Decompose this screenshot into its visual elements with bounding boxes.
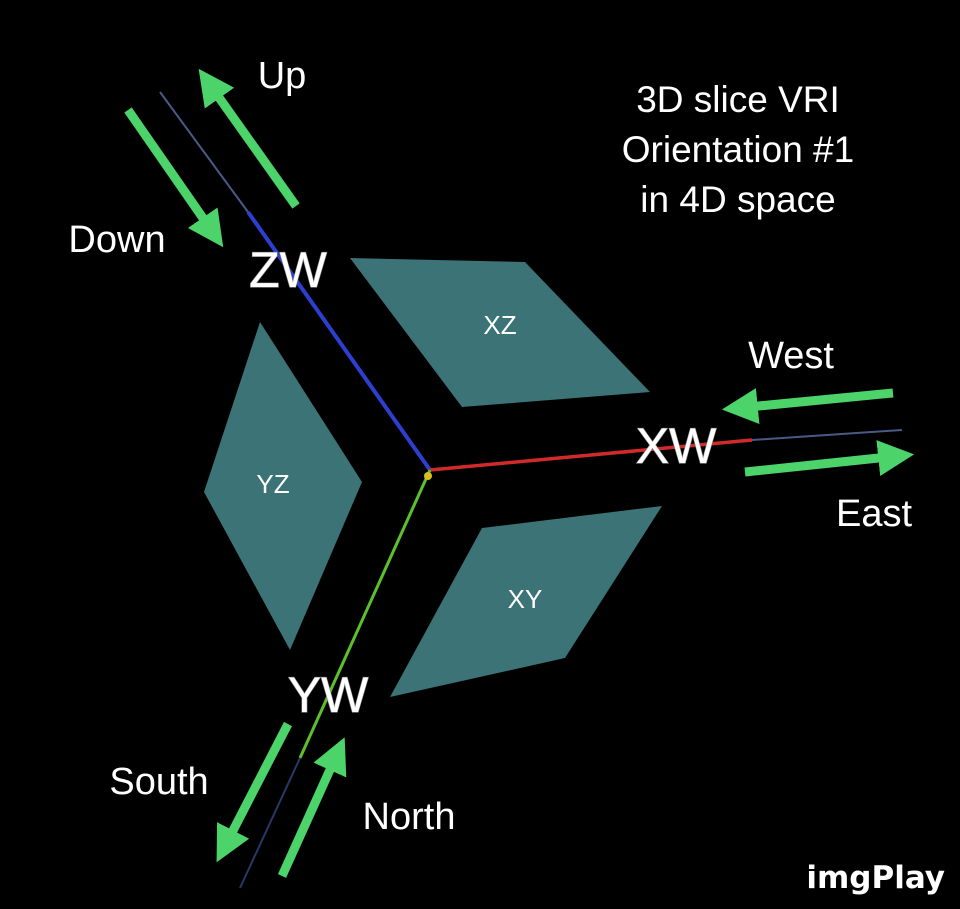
plane-label-yz: YZ [256,469,289,499]
direction-label-south: South [109,761,208,803]
plane-label-xz: XZ [483,310,516,340]
direction-label-east: East [836,493,912,535]
axis-yw-faint [239,757,301,889]
direction-label-north: North [363,796,456,838]
axis-label-yw: YW [288,667,369,723]
plane-yz [204,322,362,650]
axis-xw-faint [751,429,903,441]
east-arrow [744,440,915,477]
imgplay-watermark: imgPlay [806,860,945,896]
title-line-2: Orientation #1 [622,129,854,170]
axis-yw [298,469,432,759]
direction-label-down: Down [68,219,165,261]
axis-zw-faint [159,91,249,213]
plane-label-xy: XY [508,584,543,614]
origin-point [424,472,432,480]
up-arrow [198,68,300,209]
plane-xz [350,258,650,407]
south-arrow [216,721,292,863]
axis-zw [246,210,432,472]
axis-xw [429,438,753,472]
axis-label-zw: ZW [249,242,328,298]
north-arrow [277,737,347,878]
direction-label-up: Up [258,55,307,97]
direction-label-west: West [748,335,834,377]
title-line-3: in 4D space [640,179,835,220]
plane-xy [390,506,662,697]
down-arrow [124,107,224,248]
west-arrow [721,388,894,425]
title-line-1: 3D slice VRI [636,79,840,120]
axis-label-xw: XW [636,418,717,474]
